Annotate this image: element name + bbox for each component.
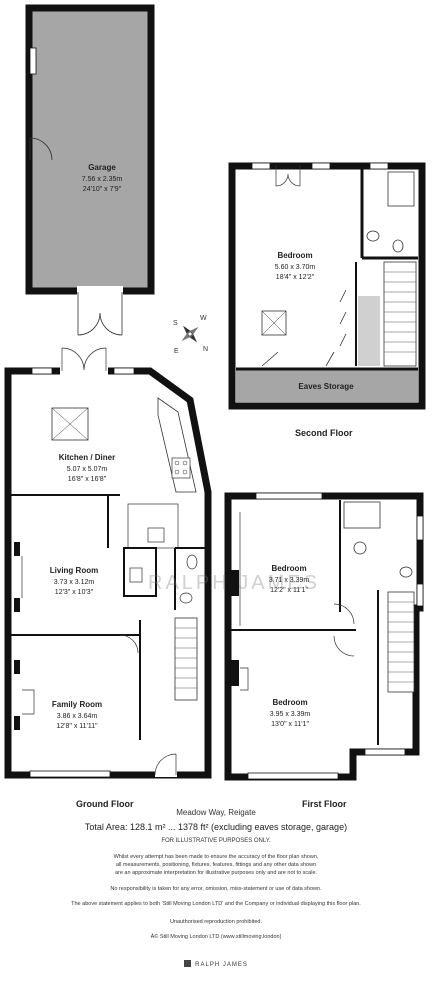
liability-note: No responsibility is taken for any error…: [110, 886, 322, 892]
illustrative-note: FOR ILLUSTRATIVE PURPOSES ONLY.: [161, 838, 271, 844]
compass-n: N: [203, 346, 208, 353]
door-swing: [333, 635, 355, 657]
living-name: Living Room: [50, 566, 98, 575]
toilet-icon: [179, 592, 193, 604]
garage-name: Garage: [88, 163, 116, 172]
door-swing: [333, 603, 355, 625]
french-door: [275, 166, 301, 187]
disclaimer: Whilst every attempt has been made to en…: [0, 853, 432, 877]
landing-shade: [358, 296, 380, 366]
door-swing: [119, 634, 139, 654]
compass-e: E: [174, 348, 179, 355]
family-name: Family Room: [52, 700, 102, 709]
garage-door-gap: [77, 286, 123, 296]
watermark: RALPH JAMES: [148, 572, 320, 594]
kitchen-imperial: 16'8" x 16'8": [68, 476, 107, 483]
ground-floor: Kitchen / Diner 5.07 x 5.07m 16'8" x 16'…: [4, 347, 212, 779]
cupboard-doors: [325, 289, 347, 367]
window: [31, 367, 53, 375]
first-floor-title: First Floor: [302, 799, 347, 809]
window: [29, 770, 111, 778]
garage-metric: 7.56 x 2.35m: [82, 176, 123, 183]
bedroom-first-a-imperial: 12'2" x 11'1": [270, 587, 308, 594]
kitchen-name: Kitchen / Diner: [59, 453, 115, 462]
garage-window: [29, 47, 37, 75]
hob-icon: [171, 457, 191, 479]
copyright: Â© Still Moving London LTD (www.stillmov…: [150, 934, 282, 940]
garage-outline: [25, 4, 155, 295]
brand-name: RALPH JAMES: [195, 962, 248, 968]
compass: S W E N: [173, 315, 208, 355]
kitchen-french-door: [61, 347, 107, 371]
living-imperial: 12'3" x 10'3": [55, 589, 94, 596]
family-metric: 3.86 x 3.64m: [57, 713, 98, 720]
bedroom-first-b-name: Bedroom: [272, 698, 307, 707]
window: [251, 162, 271, 170]
toilet-icon: [392, 239, 404, 253]
disclaimer-line-1: Whilst every attempt has been made to en…: [113, 854, 319, 860]
ground-floor-title: Ground Floor: [76, 799, 134, 809]
toilet-icon: [129, 567, 143, 583]
window: [364, 748, 406, 756]
window: [311, 162, 331, 170]
kitchen-metric: 5.07 x 5.07m: [67, 466, 108, 473]
disclaimer-line-3: are an approximate interpretation for il…: [114, 870, 318, 876]
window: [255, 492, 323, 500]
window: [416, 583, 424, 607]
second-floor-title: Second Floor: [295, 428, 353, 438]
first-floor: Bedroom 3.71 x 3.39m 12'2" x 11'1" Bedro…: [224, 492, 424, 781]
applies-note: The above statement applies to both 'Sti…: [71, 901, 361, 907]
bedroom-first-b-metric: 3.95 x 3.39m: [270, 711, 311, 718]
garage-imperial: 24'10" x 7'9": [83, 186, 122, 193]
garage: Garage 7.56 x 2.35m 24'10" x 7'9": [25, 4, 155, 336]
fireplace: [240, 667, 249, 691]
shower-icon: [387, 171, 415, 207]
window: [369, 162, 389, 170]
compass-w: W: [200, 315, 207, 322]
garage-double-door: [77, 292, 123, 336]
compass-s: S: [173, 320, 178, 327]
stairs-icon: [174, 617, 198, 701]
fireplace: [22, 689, 35, 715]
basin-icon: [366, 230, 380, 242]
basin-icon: [186, 554, 198, 570]
brand-logo: RALPH JAMES: [0, 960, 432, 968]
bedroom-first-b-imperial: 13'0" x 11'1": [271, 721, 309, 728]
eaves-fill: [236, 369, 418, 402]
garage-side-door: [29, 137, 53, 161]
bedroom-second-name: Bedroom: [277, 251, 312, 260]
stairs-icon: [383, 261, 417, 367]
bedroom-second-metric: 5.60 x 3.70m: [275, 264, 316, 271]
window: [247, 772, 339, 780]
basin-icon: [353, 541, 367, 555]
bedroom-second-imperial: 18'4" x 12'2": [276, 274, 315, 281]
unauthorised-note: Unauthorised reproduction prohibited.: [169, 919, 263, 925]
eaves-storage-name: Eaves Storage: [298, 382, 354, 391]
toilet-icon: [399, 566, 413, 578]
bedroom-first-a-metric: 3.71 x 3.39m: [269, 577, 310, 584]
window: [416, 515, 424, 541]
family-imperial: 12'8" x 11'11": [56, 723, 98, 730]
ground-floor-outline: [4, 367, 212, 779]
shower-icon: [343, 501, 381, 529]
address: Meadow Way, Reigate: [176, 808, 256, 817]
window: [113, 367, 135, 375]
front-door: [154, 753, 177, 776]
bedroom-first-a-name: Bedroom: [271, 564, 306, 573]
living-metric: 3.73 x 3.12m: [54, 579, 95, 586]
second-floor: Bedroom 5.60 x 3.70m 18'4" x 12'2" Eaves…: [228, 162, 426, 410]
total-area: Total Area: 128.1 m² ... 1378 ft² (exclu…: [84, 822, 348, 832]
disclaimer-line-2: all measurements, positioning, fixtures,…: [115, 862, 317, 868]
brand-mark-icon: [184, 960, 192, 967]
sink-icon: [147, 527, 165, 543]
